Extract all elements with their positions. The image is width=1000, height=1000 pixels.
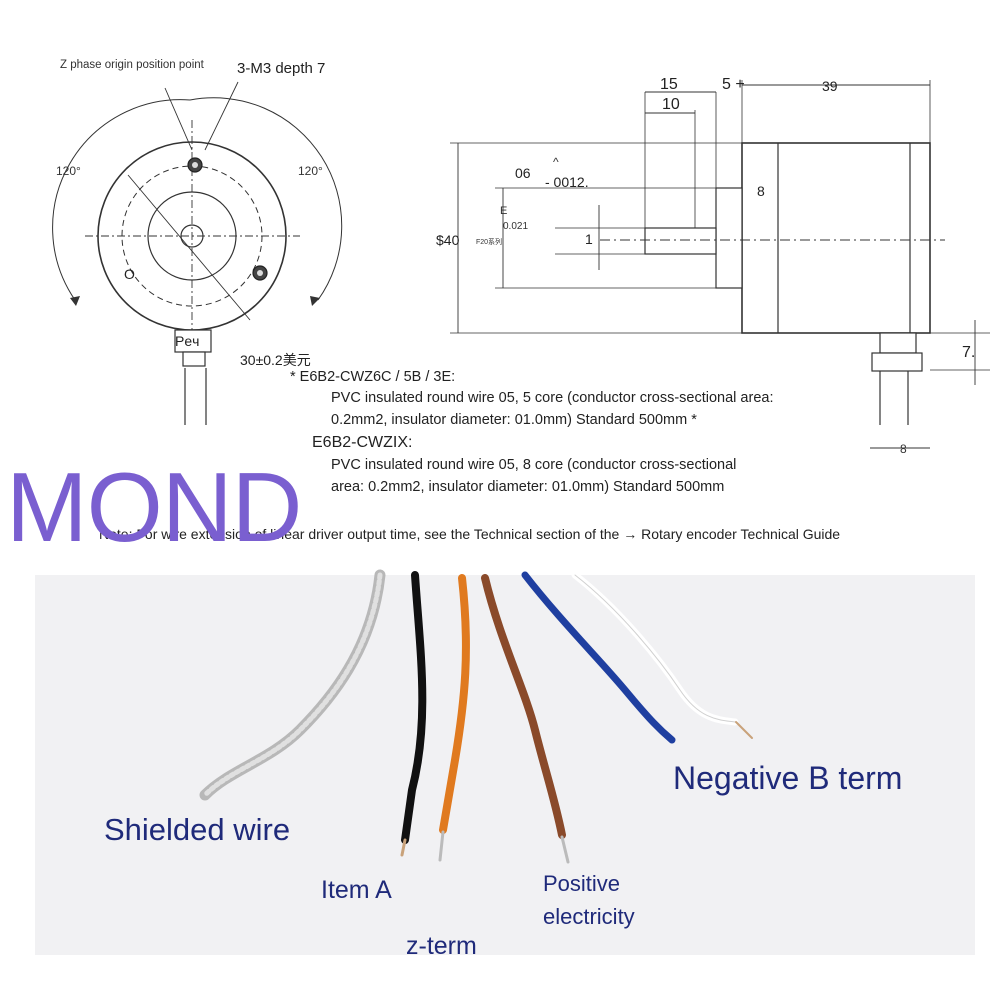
dim-e: E (500, 205, 508, 217)
dim-40: $40 (436, 232, 460, 248)
angle-left-label: 120° (56, 164, 81, 178)
pitch-label: 30±0.2美元 (240, 352, 311, 368)
orange-wire-graphic (439, 574, 470, 834)
mount-holes-label: 3-M3 depth 7 (237, 60, 326, 77)
model-1-label: * E6B2-CWZ6C / 5B / 3E: (290, 369, 456, 385)
positive-label-line2: electricity (543, 904, 635, 929)
dim-8-top: 8 (757, 183, 765, 199)
dim-7: 7. (962, 344, 976, 361)
blue-wire-graphic (521, 571, 676, 744)
brown-wire-graphic (481, 574, 566, 839)
model-2-label: E6B2-CWZIX: (312, 434, 413, 451)
dim-39: 39 (822, 78, 838, 94)
dim-15: 15 (660, 76, 678, 93)
negative-b-label: Negative B term (673, 760, 903, 796)
dim-10: 10 (662, 96, 680, 113)
positive-label-line1: Positive (543, 871, 621, 896)
dim-8-bottom: 8 (900, 442, 907, 456)
note-line: Note: For wire extension of linear drive… (99, 526, 841, 542)
black-wire-graphic (401, 571, 427, 844)
z-phase-label: Z phase origin position point (60, 59, 204, 71)
wires-photo (199, 569, 753, 864)
dim-06: 06 (515, 165, 531, 181)
front-view-drawing (52, 81, 343, 425)
dim-0021: 0.021 (503, 221, 529, 232)
center-mark: O (124, 266, 135, 282)
f20-label: F20系列 (476, 239, 503, 246)
shaft-hat: ^ (553, 155, 559, 169)
dim-1: 1 (585, 231, 593, 247)
cable-mark: Peч (175, 333, 200, 349)
z-term-label: z-term (406, 932, 477, 960)
dim-5: 5 + (722, 76, 745, 93)
shaft-tolerance: - 0012. (545, 174, 589, 190)
side-view-drawing (450, 80, 990, 449)
shielded-wire-label: Shielded wire (104, 812, 291, 847)
watermark: MOND (6, 452, 302, 562)
desc-1b: 0.2mm2, insulator diameter: 01.0mm) Stan… (331, 412, 697, 428)
desc-1a: PVC insulated round wire 05, 5 core (con… (331, 390, 774, 406)
desc-2b: area: 0.2mm2, insulator diameter: 01.0mm… (331, 479, 725, 495)
desc-2a: PVC insulated round wire 05, 8 core (con… (331, 457, 737, 473)
angle-right-label: 120° (298, 164, 323, 178)
item-a-label: Item A (321, 876, 392, 904)
